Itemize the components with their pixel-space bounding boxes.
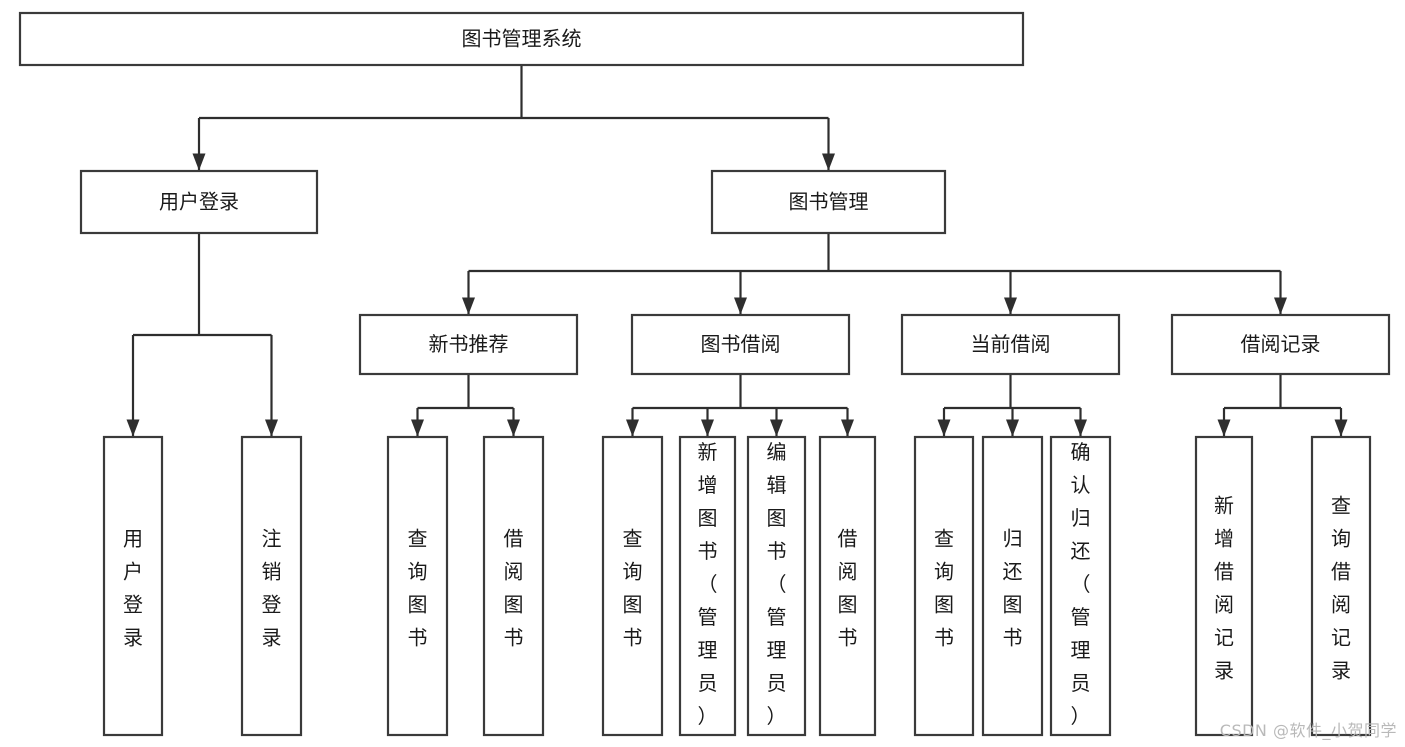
node-label: 注销登录 bbox=[262, 527, 282, 650]
node-query-book-1[interactable]: 查询图书 bbox=[386, 435, 449, 737]
node-add-borrow-record[interactable]: 新增借阅记录 bbox=[1194, 435, 1254, 737]
node-box[interactable] bbox=[386, 435, 449, 737]
connector-arrow-icon bbox=[770, 419, 783, 437]
node-new-book-recommend[interactable]: 新书推荐 bbox=[358, 313, 579, 376]
node-label: 新增图书（管理员） bbox=[698, 440, 718, 728]
connector-arrow-icon bbox=[265, 419, 278, 437]
connector-arrow-icon bbox=[411, 419, 424, 437]
node-return-book[interactable]: 归还图书 bbox=[981, 435, 1044, 737]
node-box[interactable] bbox=[102, 435, 164, 737]
node-box[interactable] bbox=[1194, 435, 1254, 737]
node-box[interactable] bbox=[678, 435, 737, 737]
connector-arrow-icon bbox=[841, 419, 854, 437]
node-add-book-admin[interactable]: 新增图书（管理员） bbox=[678, 435, 737, 737]
node-undefined[interactable]: 图书管理系统 bbox=[18, 11, 1025, 67]
node-label: 借阅图书 bbox=[838, 527, 858, 650]
node-label: 图书管理系统 bbox=[462, 27, 582, 51]
node-current-borrow[interactable]: 当前借阅 bbox=[900, 313, 1121, 376]
node-label: 新增借阅记录 bbox=[1214, 494, 1234, 683]
connector-arrow-icon bbox=[701, 419, 714, 437]
node-label: 新书推荐 bbox=[429, 332, 509, 356]
node-query-book-2[interactable]: 查询图书 bbox=[601, 435, 664, 737]
connector-arrow-icon bbox=[1074, 419, 1087, 437]
node-box[interactable] bbox=[981, 435, 1044, 737]
connector-arrow-icon bbox=[507, 419, 520, 437]
node-label: 查询图书 bbox=[408, 527, 428, 650]
node-box[interactable] bbox=[818, 435, 877, 737]
connector-arrow-icon bbox=[937, 419, 951, 437]
node-label: 编辑图书（管理员） bbox=[767, 440, 787, 728]
node-box[interactable] bbox=[1049, 435, 1112, 737]
node-box[interactable] bbox=[18, 11, 1025, 67]
node-user-login-do[interactable]: 用户登录 bbox=[102, 435, 164, 737]
node-label: 借阅图书 bbox=[504, 527, 524, 650]
node-borrow-record[interactable]: 借阅记录 bbox=[1170, 313, 1391, 376]
node-label: 借阅记录 bbox=[1241, 332, 1321, 356]
node-user-logout[interactable]: 注销登录 bbox=[240, 435, 303, 737]
node-query-book-3[interactable]: 查询图书 bbox=[913, 435, 975, 737]
node-borrow-book-2[interactable]: 借阅图书 bbox=[818, 435, 877, 737]
node-box[interactable] bbox=[1170, 313, 1391, 376]
node-box[interactable] bbox=[710, 169, 947, 235]
node-label: 图书管理 bbox=[789, 190, 869, 214]
connector-arrow-icon bbox=[1006, 419, 1019, 437]
node-query-borrow-record[interactable]: 查询借阅记录 bbox=[1310, 435, 1372, 737]
node-box[interactable] bbox=[79, 169, 319, 235]
node-book-borrow[interactable]: 图书借阅 bbox=[630, 313, 851, 376]
node-label: 图书借阅 bbox=[701, 332, 781, 356]
node-label: 查询图书 bbox=[934, 527, 954, 650]
connector-arrow-icon bbox=[1217, 419, 1231, 437]
node-confirm-return-admin[interactable]: 确认归还（管理员） bbox=[1049, 435, 1112, 737]
node-box[interactable] bbox=[630, 313, 851, 376]
connector-arrow-icon bbox=[822, 153, 835, 171]
connector-arrow-icon bbox=[626, 419, 639, 437]
connector-arrow-icon bbox=[462, 297, 475, 315]
csdn-watermark: CSDN @软件_小贺同学 bbox=[1219, 721, 1397, 740]
connector-arrow-icon bbox=[734, 297, 747, 315]
node-borrow-book-1[interactable]: 借阅图书 bbox=[482, 435, 545, 737]
node-label: 当前借阅 bbox=[971, 332, 1051, 356]
node-label: 确认归还（管理员） bbox=[1071, 440, 1091, 728]
connector-arrow-icon bbox=[1334, 419, 1348, 437]
node-label: 查询借阅记录 bbox=[1331, 494, 1351, 683]
connector-arrow-icon bbox=[1004, 297, 1017, 315]
node-label: 归还图书 bbox=[1003, 527, 1023, 650]
connector-arrow-icon bbox=[192, 153, 206, 171]
node-box[interactable] bbox=[482, 435, 545, 737]
connector-arrow-icon bbox=[1274, 297, 1287, 315]
node-edit-book-admin[interactable]: 编辑图书（管理员） bbox=[746, 435, 807, 737]
node-box[interactable] bbox=[913, 435, 975, 737]
node-book-manage[interactable]: 图书管理 bbox=[710, 169, 947, 235]
connector-arrow-icon bbox=[126, 419, 140, 437]
node-box[interactable] bbox=[358, 313, 579, 376]
node-box[interactable] bbox=[1310, 435, 1372, 737]
node-label: 用户登录 bbox=[159, 190, 239, 214]
node-label: 查询图书 bbox=[623, 527, 643, 650]
node-box[interactable] bbox=[240, 435, 303, 737]
node-label: 用户登录 bbox=[123, 527, 143, 650]
node-box[interactable] bbox=[601, 435, 664, 737]
node-box[interactable] bbox=[900, 313, 1121, 376]
node-user-login[interactable]: 用户登录 bbox=[79, 169, 319, 235]
node-box[interactable] bbox=[746, 435, 807, 737]
